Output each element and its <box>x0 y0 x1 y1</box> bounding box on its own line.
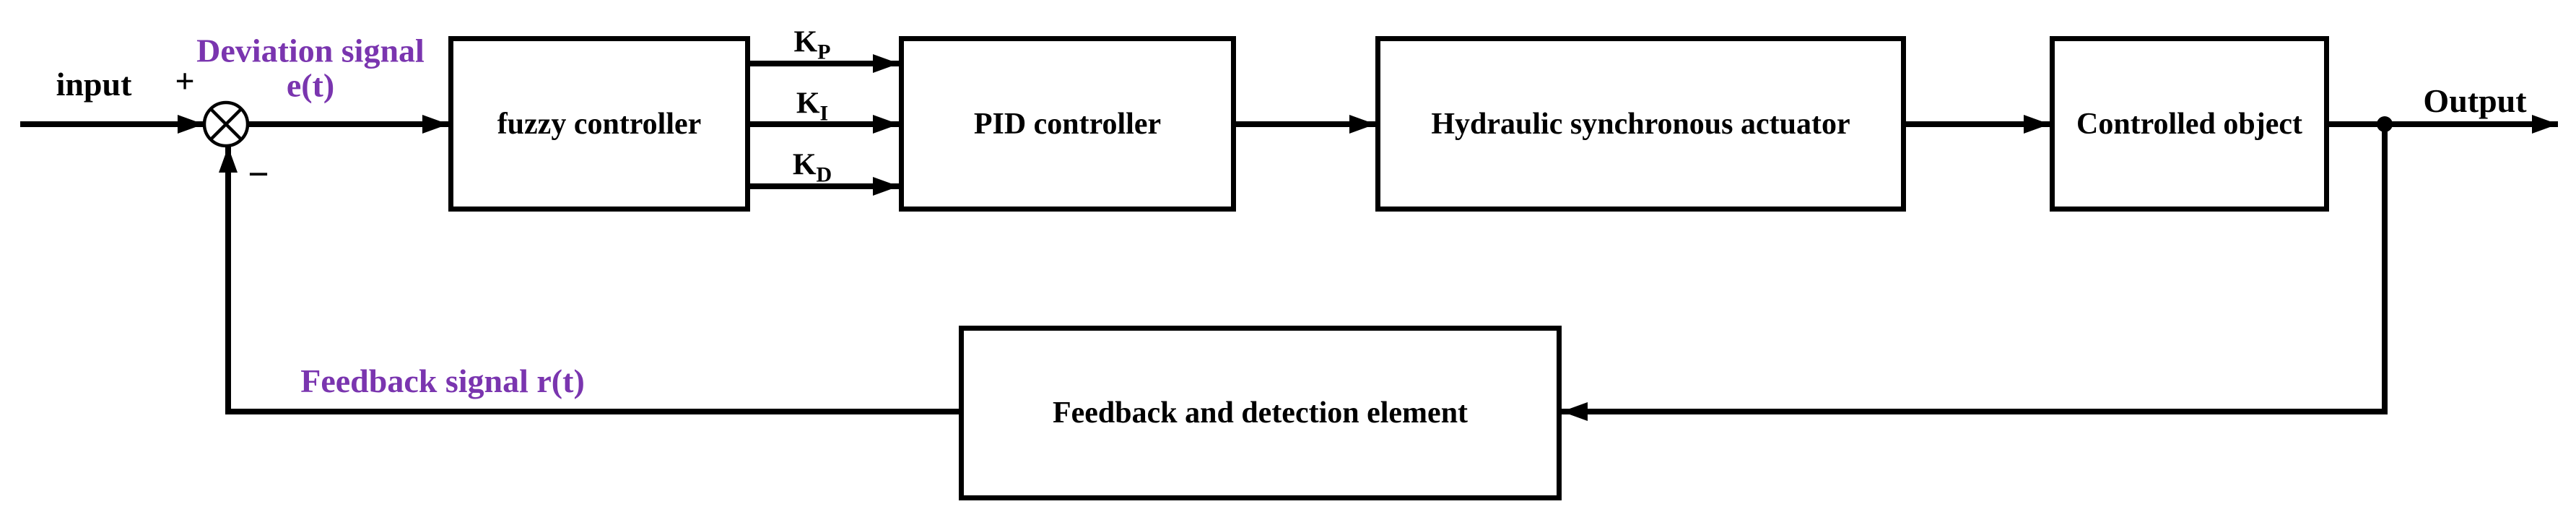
deviation-signal-label: Deviation signal e(t) <box>196 32 425 104</box>
feedback-return-line <box>219 147 959 414</box>
summing-junction-icon <box>202 100 250 148</box>
block-controlled-object-label: Controlled object <box>2076 107 2302 141</box>
block-fuzzy-controller-label: fuzzy controller <box>497 107 702 141</box>
block-controlled-object: Controlled object <box>2050 36 2329 212</box>
ki-subscript: I <box>819 101 829 126</box>
kp-subscript: P <box>817 40 831 64</box>
block-hydraulic-actuator-label: Hydraulic synchronous actuator <box>1431 107 1850 141</box>
deviation-signal-line2: e(t) <box>286 67 335 104</box>
block-pid-controller-label: PID controller <box>973 107 1162 141</box>
kd-subscript: D <box>816 162 832 187</box>
kp-gain-label: KP <box>794 26 831 64</box>
ki-gain-label: KI <box>796 87 828 125</box>
deviation-signal-line1: Deviation signal <box>196 32 425 69</box>
output-branch-to-feedback-line <box>1562 124 2388 421</box>
kp-base: K <box>793 25 818 59</box>
block-pid-controller: PID controller <box>899 36 1236 212</box>
ki-base: K <box>796 87 820 121</box>
block-feedback-element: Feedback and detection element <box>959 326 1562 500</box>
kd-gain-label: KD <box>793 149 832 186</box>
output-label: Output <box>2423 82 2527 119</box>
block-hydraulic-actuator: Hydraulic synchronous actuator <box>1375 36 1906 212</box>
input-label: input <box>56 65 132 103</box>
block-fuzzy-controller: fuzzy controller <box>448 36 750 212</box>
minus-sign: − <box>248 154 269 196</box>
plus-sign: + <box>175 61 195 100</box>
branch-node-dot <box>2377 116 2393 132</box>
block-feedback-element-label: Feedback and detection element <box>1052 396 1468 430</box>
feedback-signal-label: Feedback signal r(t) <box>300 362 585 399</box>
kd-base: K <box>792 148 817 182</box>
